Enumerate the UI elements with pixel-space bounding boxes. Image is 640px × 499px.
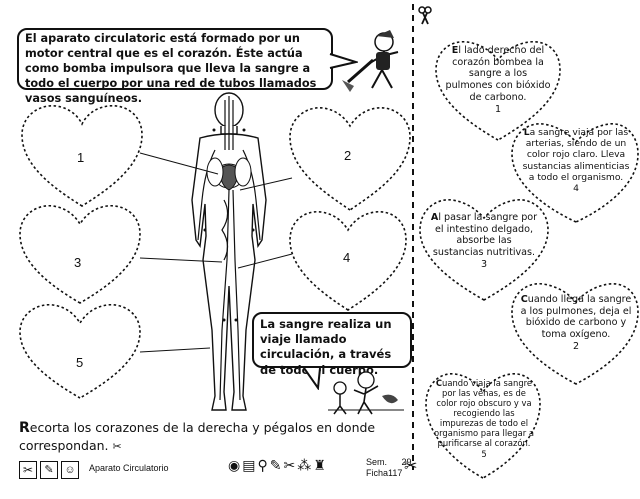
ficha-label: Ficha117 [366,468,402,478]
book-icon: ▤ [242,458,257,474]
scissors-box-icon: ✂ [19,461,37,479]
cutout-heart-text-3: Al pasar la sangre por el intestino delg… [430,212,538,271]
eye-icon: ◉ [228,458,242,474]
cutout-heart-number: 5 [481,449,486,459]
cutout-heart-text-2: Cuando llega la sangre a los pulmones, d… [520,294,632,353]
footer-title: Aparato Circulatorio [89,463,169,473]
search-icon: ⚲ [257,458,269,474]
instruction-text: Recorta los corazones de la derecha y pé… [19,420,419,453]
cutout-heart-number: 2 [573,341,579,352]
cutout-heart-number: 3 [481,259,487,270]
cutout-heart-text-5: Cuando viaja la sangre por las venas, es… [432,378,536,459]
activity-icons: ◉▤⚲✎✂⁂♜ [228,458,328,474]
cutout-heart-number: 1 [495,104,501,115]
glue-icon: ♜ [313,458,328,474]
cutout-heart-number: 4 [573,183,579,194]
person-box-icon: ☺ [61,461,79,479]
cutout-heart-text-1: El lado derecho del corazón bombea la sa… [444,45,552,115]
crayons-icon: ⁂ [297,458,313,474]
scissors-icon: ✂ [113,440,122,453]
scissors-icon: ✂ [404,456,417,476]
scissors-icon: ✂ [283,458,297,474]
cutout-heart-text-4: La sangre viaja por las arterias, siendo… [520,127,632,194]
glue-box-icon: ✎ [40,461,58,479]
pencil-icon: ✎ [270,458,284,474]
